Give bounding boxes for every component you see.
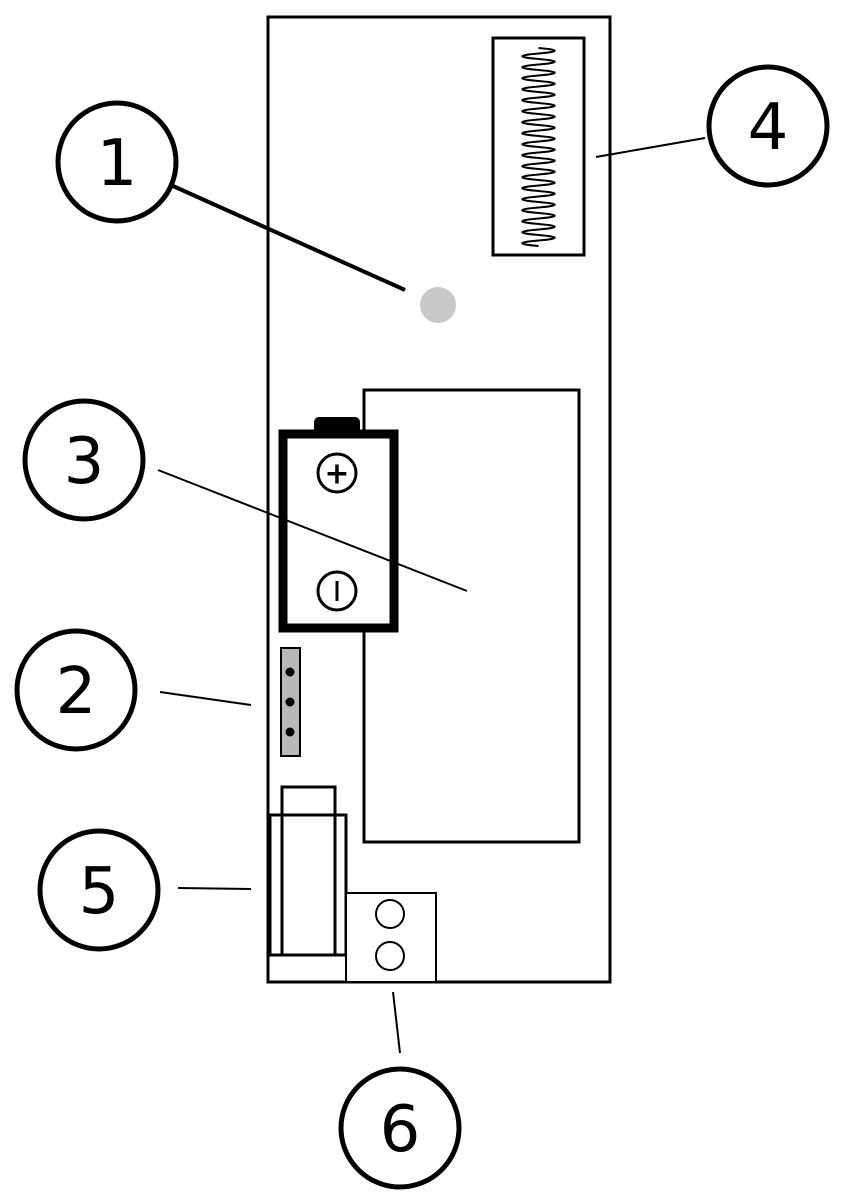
callout-1-label: 1 — [97, 127, 138, 201]
leader-line-3 — [157, 469, 468, 592]
battery-icon: + — [278, 417, 399, 633]
battery-positive-terminal: + — [316, 452, 358, 494]
led-indicator-icon — [420, 287, 456, 323]
tamper-switch-icon — [268, 785, 348, 957]
terminal-block-icon — [345, 892, 437, 983]
leader-line-2 — [159, 691, 252, 706]
callout-1: 1 — [55, 100, 179, 224]
callout-3: 3 — [22, 398, 146, 522]
callout-6: 6 — [338, 1066, 462, 1190]
callout-2: 2 — [14, 628, 138, 752]
callout-5: 5 — [37, 828, 161, 952]
callout-4-label: 4 — [748, 91, 789, 165]
leader-line-4 — [595, 137, 706, 158]
module-compartment — [362, 388, 581, 844]
jumper-pins-icon — [280, 647, 301, 757]
leader-line-6 — [392, 991, 401, 1054]
tamper-spring-icon — [491, 36, 586, 257]
leader-line-1 — [172, 184, 406, 292]
callout-5-label: 5 — [79, 855, 120, 929]
battery-negative-terminal — [316, 570, 358, 612]
callout-2-label: 2 — [56, 655, 97, 729]
leader-line-5 — [177, 887, 252, 890]
callout-4: 4 — [706, 64, 830, 188]
callout-3-label: 3 — [64, 425, 105, 499]
callout-6-label: 6 — [380, 1093, 421, 1167]
positive-sign: + — [324, 457, 349, 492]
